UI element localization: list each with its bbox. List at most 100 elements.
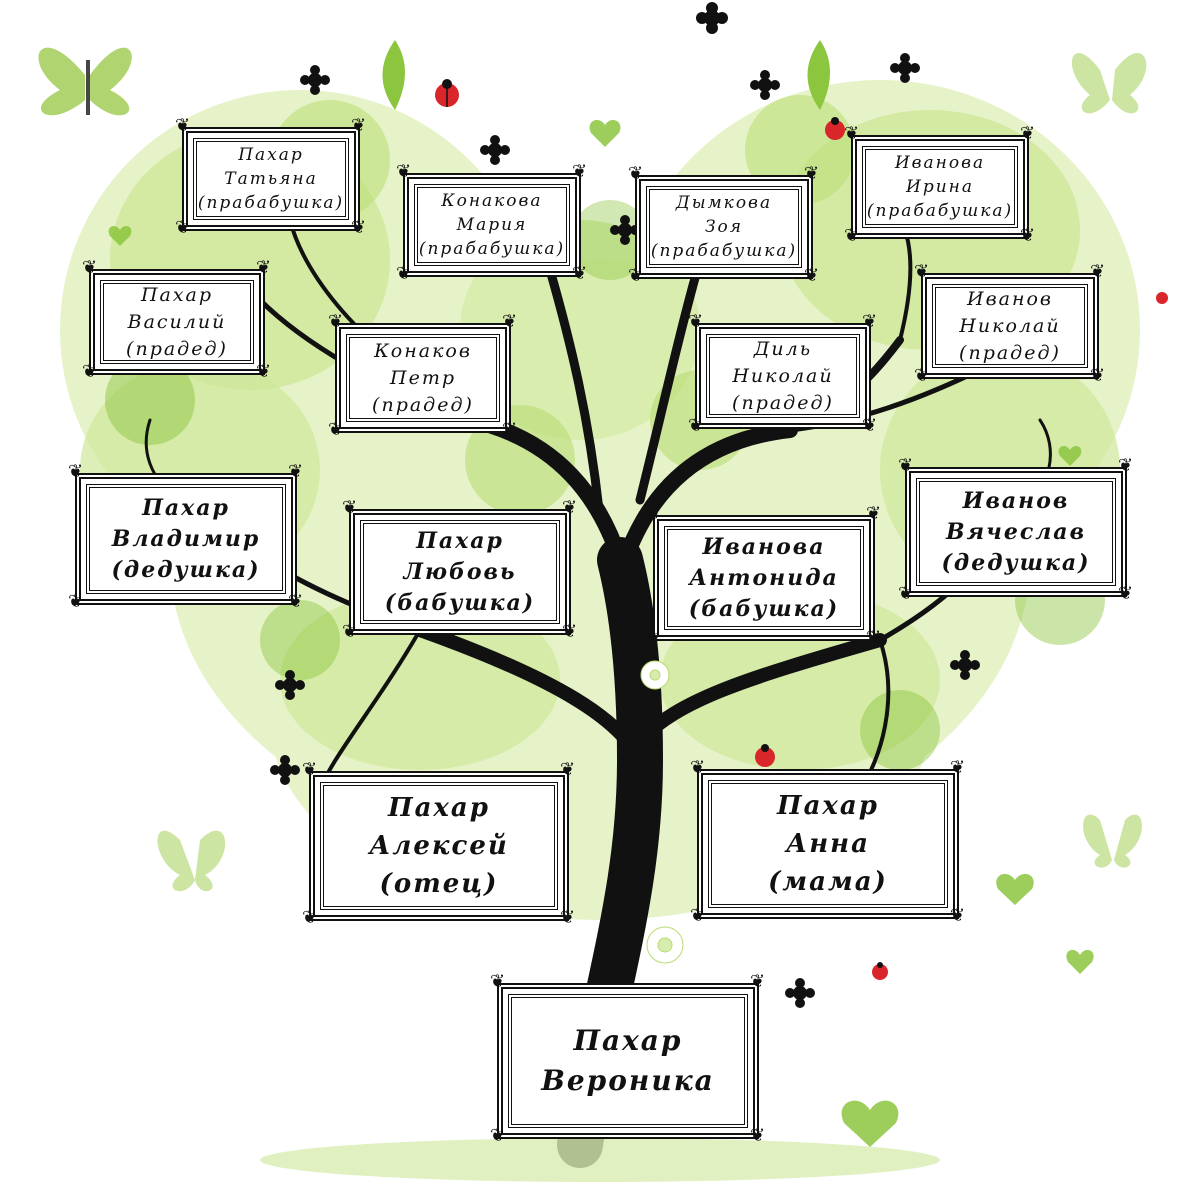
ladybug-icon: [1156, 292, 1168, 304]
ladybug-icon: [872, 962, 888, 980]
heart-icon: [108, 119, 1094, 1147]
ornament-icon: ❦: [750, 971, 768, 992]
surname: Иванова: [894, 153, 986, 173]
relation: (прабабушка): [650, 241, 798, 261]
ornament-icon: ❦: [82, 257, 100, 278]
relation: (прадед): [126, 337, 228, 360]
ornament-icon: ❦: [646, 503, 664, 524]
surname: Пахар: [142, 494, 230, 521]
ornament-icon: ❦: [914, 261, 932, 282]
surname: Пахар: [140, 283, 214, 306]
ornament-icon: ❦: [351, 115, 369, 136]
relation: (прадед): [372, 393, 474, 416]
ornament-icon: ❦: [351, 217, 369, 238]
person-card-irina: ❦ ❦ ❦ ❦ Иванова Ирина (прабабушка): [844, 125, 1035, 245]
given-name: Вячеслав: [945, 518, 1087, 545]
ornament-icon: ❦: [866, 627, 884, 648]
given-name: Алексей: [369, 831, 509, 861]
ornament-icon: ❦: [342, 621, 360, 642]
person-card-ivanov-nikolay: ❦ ❦ ❦ ❦ Иванов Николай (прадед): [914, 263, 1105, 385]
flower-icon: [640, 660, 684, 964]
ornament-icon: ❦: [950, 905, 968, 926]
ornament-icon: ❦: [688, 415, 706, 436]
ornament-icon: ❦: [844, 123, 862, 144]
ornament-icon: ❦: [1118, 583, 1136, 604]
relation: (прабабушка): [197, 193, 345, 213]
ornament-icon: ❦: [490, 1125, 508, 1146]
ornament-icon: ❦: [560, 759, 578, 780]
surname: Иванова: [702, 533, 826, 560]
butterfly-icon: [157, 830, 226, 892]
ornament-icon: ❦: [288, 591, 306, 612]
ornament-icon: ❦: [628, 163, 646, 184]
ornament-icon: ❦: [950, 757, 968, 778]
relation: (дедушка): [941, 549, 1091, 576]
ornament-icon: ❦: [628, 265, 646, 286]
ornament-icon: ❦: [572, 263, 590, 284]
given-name: Антонида: [689, 564, 839, 591]
surname: Диль: [753, 337, 813, 360]
surname: Пахар: [238, 145, 304, 165]
ornament-icon: ❦: [898, 455, 916, 476]
ornament-icon: ❦: [490, 971, 508, 992]
ornament-icon: ❦: [502, 419, 520, 440]
ground-shadow: [260, 1138, 940, 1182]
ornament-icon: ❦: [690, 757, 708, 778]
given-name: Вероника: [541, 1064, 715, 1097]
person-card-petr: ❦ ❦ ❦ ❦ Конаков Петр (прадед): [328, 313, 517, 439]
butterfly-icon: [38, 47, 132, 116]
ornament-icon: ❦: [82, 361, 100, 382]
butterfly-icon: [1071, 53, 1147, 114]
ornament-icon: ❦: [502, 311, 520, 332]
ornament-icon: ❦: [804, 163, 822, 184]
ornament-icon: ❦: [562, 497, 580, 518]
person-card-tatyana: ❦ ❦ ❦ ❦ Пахар Татьяна (прабабушка): [175, 117, 366, 237]
ornament-icon: ❦: [750, 1125, 768, 1146]
ornament-icon: ❦: [302, 759, 320, 780]
ornament-icon: ❦: [804, 265, 822, 286]
ornament-icon: ❦: [68, 591, 86, 612]
ornament-icon: ❦: [328, 419, 346, 440]
relation: (прабабушка): [866, 201, 1014, 221]
ornament-icon: ❦: [288, 461, 306, 482]
ornament-icon: ❦: [1118, 455, 1136, 476]
surname: Дымкова: [675, 193, 773, 213]
given-name: Василий: [127, 310, 227, 333]
relation: (бабушка): [384, 589, 536, 616]
ornament-icon: ❦: [866, 503, 884, 524]
ornament-icon: ❦: [690, 905, 708, 926]
surname: Пахар: [388, 793, 490, 823]
ornament-icon: ❦: [862, 311, 880, 332]
relation: (мама): [768, 867, 888, 897]
ornament-icon: ❦: [844, 225, 862, 246]
ornament-icon: ❦: [1020, 225, 1038, 246]
surname: Иванов: [967, 287, 1053, 310]
ladybug-icon: [825, 117, 845, 140]
ornament-icon: ❦: [396, 263, 414, 284]
ornament-icon: ❦: [256, 257, 274, 278]
person-card-vladimir: ❦ ❦ ❦ ❦ Пахар Владимир (дедушка): [68, 463, 303, 611]
surname: Конаков: [374, 339, 472, 362]
surname: Пахар: [416, 527, 504, 554]
ornament-icon: ❦: [914, 365, 932, 386]
ornament-icon: ❦: [898, 583, 916, 604]
ornament-icon: ❦: [572, 161, 590, 182]
ornament-icon: ❦: [560, 907, 578, 928]
person-card-zoya: ❦ ❦ ❦ ❦ Дымкова Зоя (прабабушка): [628, 165, 819, 285]
relation: (дедушка): [111, 556, 261, 583]
given-name: Петр: [390, 366, 456, 389]
ornament-icon: ❦: [342, 497, 360, 518]
ornament-icon: ❦: [396, 161, 414, 182]
given-name: Татьяна: [224, 169, 318, 189]
ornament-icon: ❦: [1020, 123, 1038, 144]
ladybug-icon: [755, 744, 775, 767]
given-name: Ирина: [906, 177, 974, 197]
ornament-icon: ❦: [328, 311, 346, 332]
ornament-icon: ❦: [256, 361, 274, 382]
person-card-aleksey: ❦ ❦ ❦ ❦ Пахар Алексей (отец): [302, 761, 575, 927]
person-card-vasiliy: ❦ ❦ ❦ ❦ Пахар Василий (прадед): [82, 259, 271, 381]
ornament-icon: ❦: [175, 115, 193, 136]
ornament-icon: ❦: [1090, 365, 1108, 386]
ornament-icon: ❦: [175, 217, 193, 238]
